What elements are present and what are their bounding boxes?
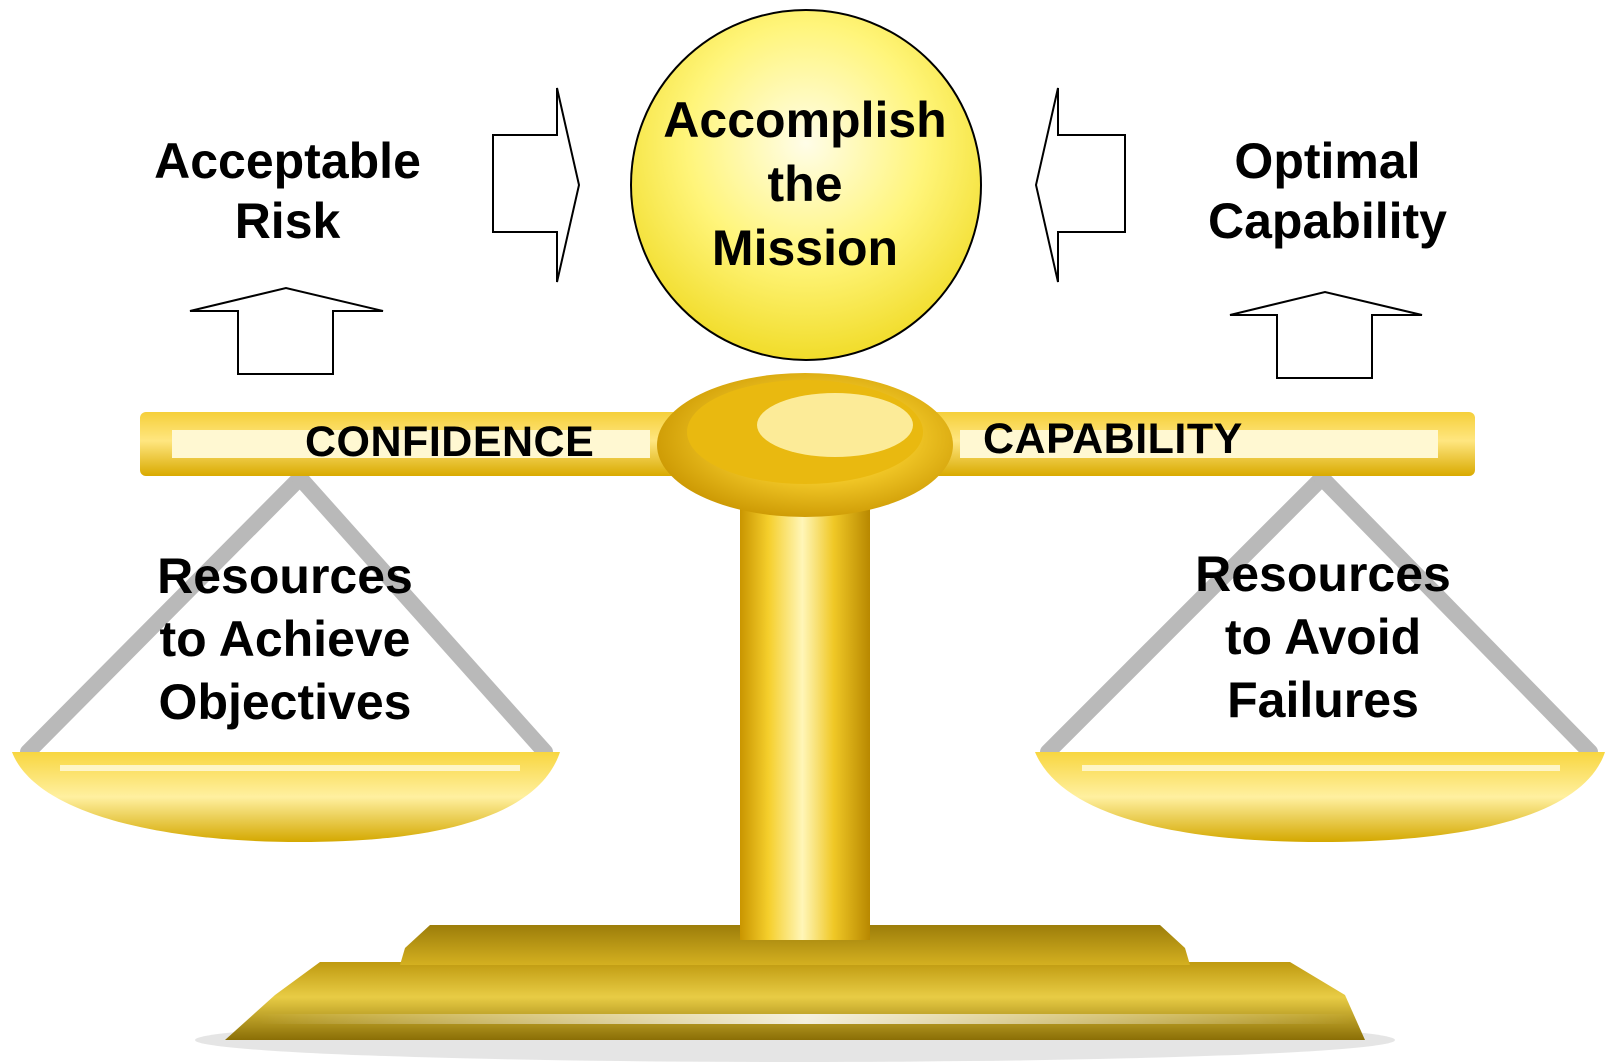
acceptable-risk-label: Acceptable Risk [154, 133, 421, 249]
right-pan [1035, 752, 1605, 842]
capability-label: CAPABILITY [983, 415, 1243, 463]
right-pan-chains [1040, 470, 1598, 760]
right-up-arrow-icon [1229, 290, 1423, 379]
left-up-arrow-icon [189, 286, 384, 375]
left-pan [12, 752, 560, 842]
mission-circle [630, 9, 982, 361]
mission-label: Accomplish the Mission [663, 92, 947, 276]
avoid-failures-label: Resources to Avoid Failures [1195, 546, 1451, 728]
optimal-capability-label: Optimal Capability [1208, 133, 1447, 249]
scale-post [740, 500, 870, 940]
left-pan-chains [20, 470, 553, 760]
right-arrow-icon [492, 87, 581, 283]
beam-hub [657, 373, 953, 517]
left-arrow-icon [1034, 87, 1126, 283]
confidence-label: CONFIDENCE [305, 418, 595, 466]
achieve-objectives-label: Resources to Achieve Objectives [157, 548, 413, 730]
scale-base [225, 925, 1365, 1040]
